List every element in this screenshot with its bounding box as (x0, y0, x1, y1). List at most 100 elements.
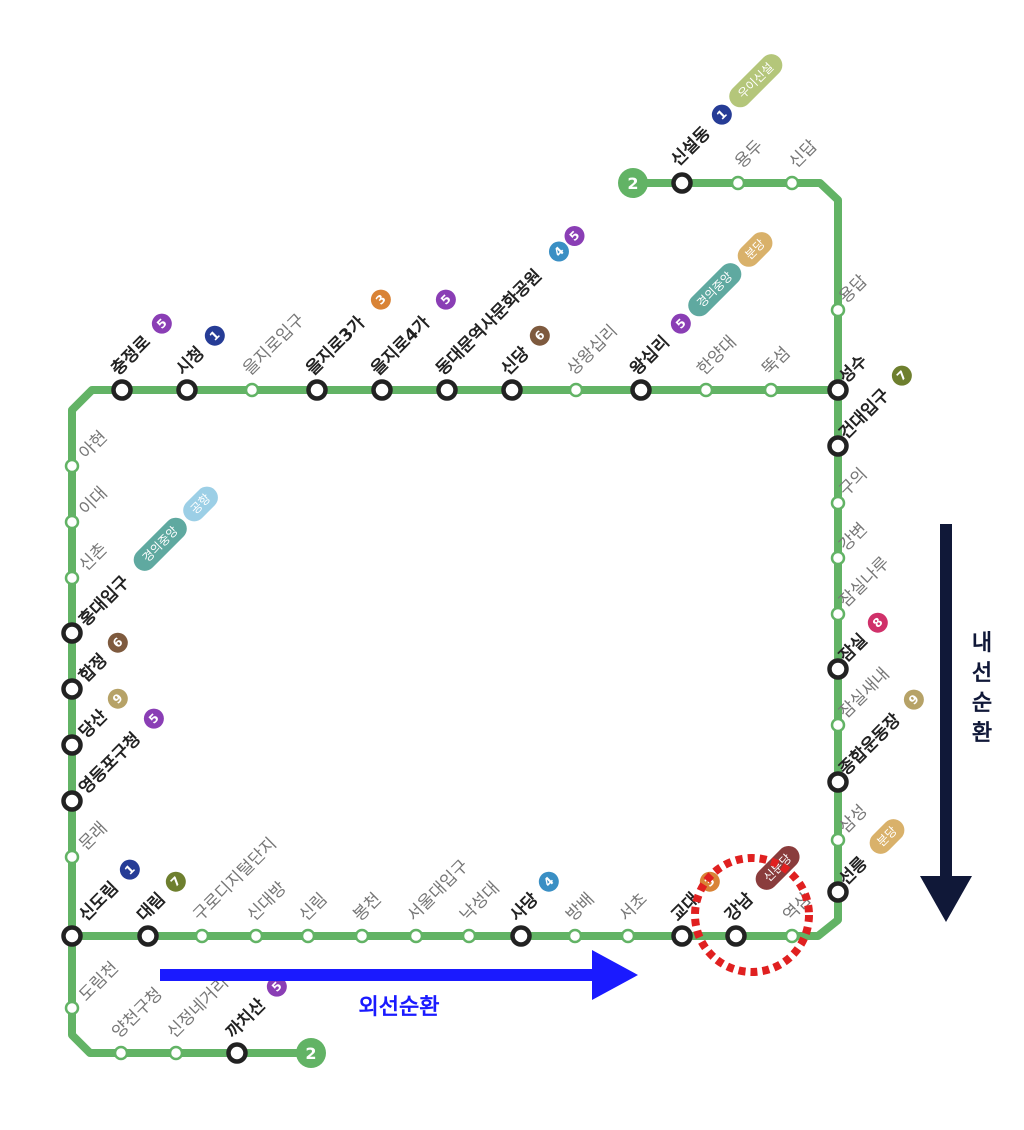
station-marker (64, 514, 80, 530)
station-marker (61, 790, 83, 812)
station-label-group: 사당4 (506, 871, 559, 926)
station-marker (354, 928, 370, 944)
station-marker (784, 928, 800, 944)
line-badge (204, 325, 225, 346)
station-marker (698, 382, 714, 398)
station-marker (61, 734, 83, 756)
station-name: 방배 (562, 889, 598, 925)
station-label-group: 시청1 (172, 325, 225, 380)
station-label-group: 신촌 (75, 539, 111, 575)
station-marker (226, 1042, 248, 1064)
terminal-marker-bottom: 2 (296, 1038, 326, 1068)
line-badge (711, 104, 732, 125)
station-marker (300, 928, 316, 944)
station-marker (61, 622, 83, 644)
station-label-group: 양천구청 (108, 984, 166, 1042)
station-name: 충정로 (107, 332, 155, 380)
station-name: 까치산 (222, 995, 270, 1043)
line-badge (370, 289, 391, 310)
station-label-group: 서초 (615, 889, 651, 925)
station-marker (113, 1045, 129, 1061)
station-label-group: 대림7 (133, 871, 186, 926)
station-marker (371, 379, 393, 401)
line-badge (564, 225, 585, 246)
line-badge (266, 976, 287, 997)
station-name: 신도림 (75, 878, 122, 925)
station-label-group: 잠실나루 (835, 553, 893, 611)
station-marker (671, 925, 693, 947)
station-label-group: 신답 (785, 136, 822, 173)
station-label-group: 용두 (731, 136, 767, 172)
line-pill (688, 263, 742, 317)
station-euljiro1: 을지로입구 (239, 310, 309, 398)
station-name: 봉천 (349, 889, 385, 925)
station-label-group: 을지로입구 (239, 310, 308, 379)
station-name: 아현 (75, 427, 111, 463)
station-name: 홍대입구 (75, 571, 134, 630)
station-name: 합정 (75, 650, 112, 687)
station-name: 서초 (615, 889, 651, 925)
station-name: 신촌 (75, 539, 111, 575)
station-name: 신답 (785, 136, 822, 173)
station-name: 신대방 (243, 878, 291, 926)
station-marker (168, 1045, 184, 1061)
svg-text:2: 2 (627, 174, 638, 193)
station-marker (64, 849, 80, 865)
station-name: 신당 (497, 343, 534, 380)
outer-loop-arrow (160, 950, 638, 1000)
station-label-group: 방배 (562, 889, 598, 925)
line-badge (867, 612, 888, 633)
line-badge (670, 313, 691, 334)
station-marker (827, 379, 849, 401)
station-label-group: 신정네거리 (163, 973, 232, 1042)
line-pill (183, 486, 218, 522)
station-name: 양천구청 (108, 984, 166, 1042)
station-marker (827, 658, 849, 680)
station-marker (61, 925, 83, 947)
station-label-group: 낙성대 (456, 878, 503, 925)
station-marker (248, 928, 264, 944)
station-name: 용두 (731, 136, 767, 172)
line-pill (729, 54, 783, 108)
station-marker (176, 379, 198, 401)
station-marker (725, 925, 747, 947)
station-name: 신설동 (667, 123, 715, 171)
station-label-group: 상왕십리 (563, 321, 621, 379)
station-marker (630, 379, 652, 401)
station-marker (64, 458, 80, 474)
station-name: 이대 (75, 483, 111, 519)
line-badge (538, 871, 559, 892)
station-marker (436, 379, 458, 401)
station-label-group: 뚝섬 (758, 343, 794, 379)
line-pill (755, 845, 800, 890)
line-badge (151, 313, 172, 334)
station-marker (620, 928, 636, 944)
station-name: 사당 (506, 889, 543, 926)
line-badge (165, 871, 186, 892)
station-marker (784, 175, 800, 191)
line-badge (903, 689, 924, 710)
line-badge (119, 859, 140, 880)
station-name: 을지로3가 (302, 313, 369, 380)
inner-loop-arrow (920, 524, 972, 922)
station-yangcheon: 양천구청 (108, 984, 167, 1061)
station-marker (137, 925, 159, 947)
station-sangwangsimni: 상왕십리 (563, 321, 622, 398)
line2-main-loop (68, 179, 842, 940)
station-marker (830, 495, 846, 511)
station-marker (730, 175, 746, 191)
station-name: 강남 (721, 889, 758, 926)
station-marker (408, 928, 424, 944)
gangnam-highlight-ring (691, 854, 813, 976)
station-name: 을지로4가 (367, 313, 434, 380)
station-name: 낙성대 (456, 878, 503, 925)
station-marker (567, 928, 583, 944)
